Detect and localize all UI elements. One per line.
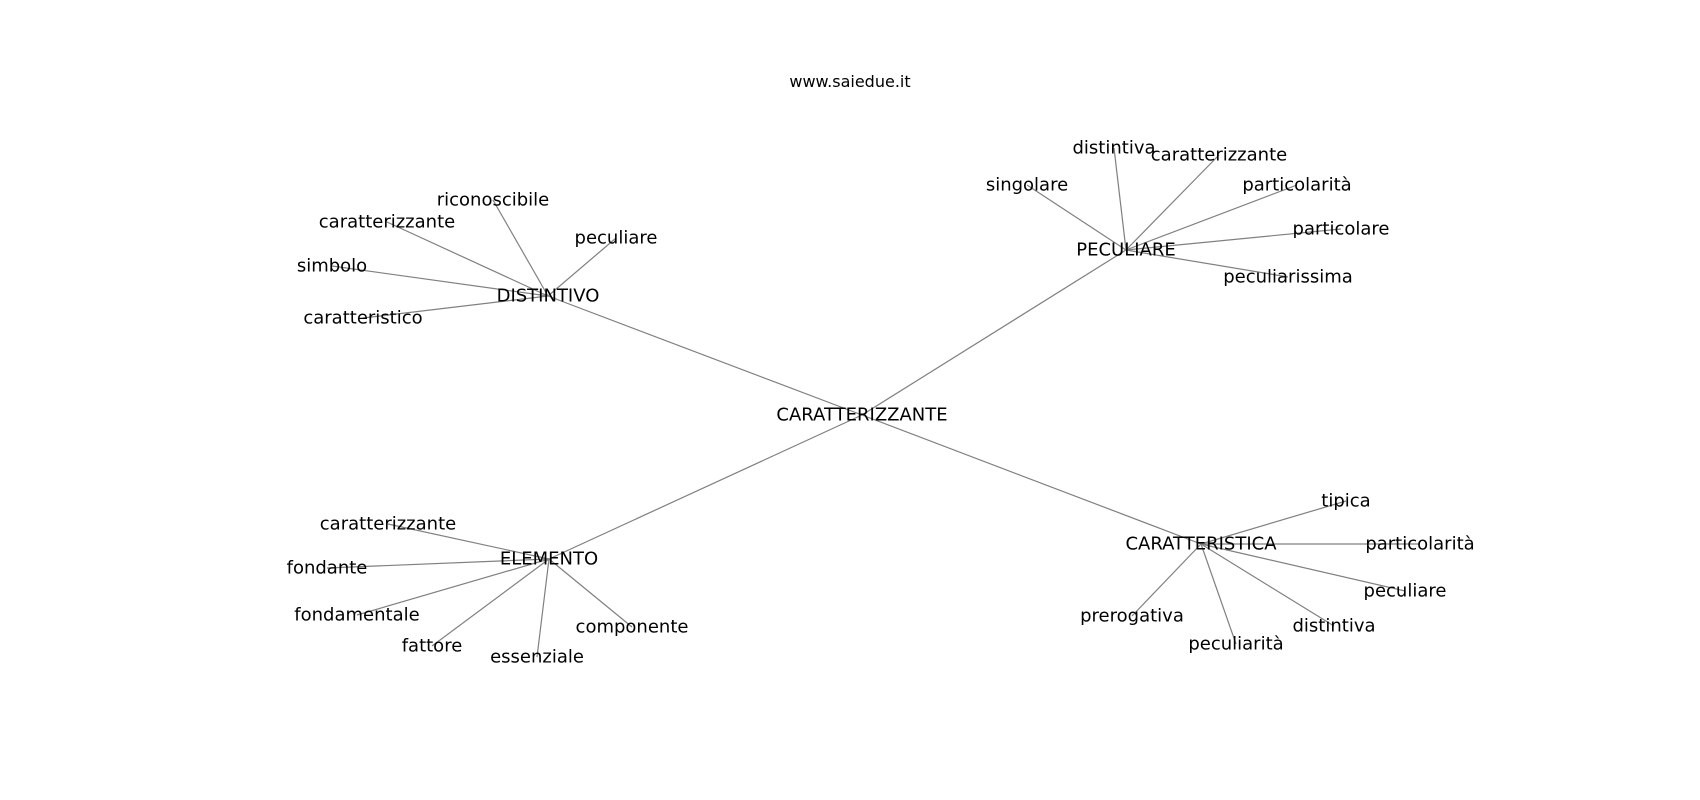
edge-caratteristica-peculiare bbox=[1200, 543, 1406, 592]
leaf-node-peculiare-caratterizzante: caratterizzante bbox=[1151, 145, 1287, 166]
edge-elemento-fondamentale bbox=[356, 558, 550, 616]
leaf-node-caratteristica-prerogativa: prerogativa bbox=[1080, 606, 1184, 627]
edge-peculiare-particolare bbox=[1125, 228, 1342, 251]
leaf-node-elemento-componente: componente bbox=[576, 617, 689, 638]
leaf-node-elemento-fondamentale: fondamentale bbox=[294, 605, 419, 626]
leaf-node-distintivo-caratteristico: caratteristico bbox=[303, 308, 422, 329]
leaf-node-peculiare-singolare: singolare bbox=[986, 175, 1068, 196]
edge-caratteristica-prerogativa bbox=[1131, 543, 1202, 617]
leaf-node-elemento-caratterizzante: caratterizzante bbox=[320, 514, 456, 535]
edge-distintivo-peculiare bbox=[547, 237, 617, 297]
leaf-node-distintivo-riconoscibile: riconoscibile bbox=[437, 190, 550, 211]
edge-distintivo-caratteristico bbox=[362, 295, 549, 319]
edge-elemento-essenziale bbox=[536, 558, 550, 658]
leaf-node-caratteristica-peculiare: peculiare bbox=[1364, 581, 1447, 602]
edge-caratteristica-peculiarita bbox=[1200, 543, 1237, 645]
leaf-node-peculiare-peculiarissima: peculiarissima bbox=[1223, 267, 1353, 288]
edge-root-elemento bbox=[548, 414, 863, 560]
leaf-node-distintivo-simbolo: simbolo bbox=[297, 256, 367, 277]
edge-elemento-caratterizzante bbox=[387, 523, 550, 560]
leaf-node-distintivo-caratterizzante: caratterizzante bbox=[319, 212, 455, 233]
leaf-node-peculiare-particolarita: particolarità bbox=[1242, 175, 1351, 196]
edge-root-peculiare bbox=[861, 249, 1127, 416]
branch-node-distintivo: DISTINTIVO bbox=[497, 286, 600, 307]
branch-node-caratteristica: CARATTERISTICA bbox=[1125, 534, 1277, 555]
leaf-node-peculiare-distintiva: distintiva bbox=[1072, 138, 1155, 159]
branch-node-elemento: ELEMENTO bbox=[500, 549, 598, 570]
leaf-node-elemento-essenziale: essenziale bbox=[490, 647, 584, 668]
leaf-node-caratteristica-particolarita: particolarità bbox=[1365, 534, 1474, 555]
edge-elemento-componente bbox=[548, 558, 633, 628]
edge-peculiare-singolare bbox=[1026, 184, 1127, 251]
edge-peculiare-caratterizzante bbox=[1125, 154, 1220, 251]
leaf-node-distintivo-peculiare: peculiare bbox=[575, 228, 658, 249]
edge-elemento-fattore bbox=[431, 558, 550, 647]
root-node-label: CARATTERIZZANTE bbox=[776, 405, 947, 426]
edge-distintivo-caratterizzante bbox=[386, 221, 549, 297]
edge-root-distintivo bbox=[547, 295, 863, 416]
leaf-node-elemento-fondante: fondante bbox=[287, 558, 368, 579]
branch-node-peculiare: PECULIARE bbox=[1076, 240, 1176, 261]
leaf-node-caratteristica-distintiva: distintiva bbox=[1292, 616, 1375, 637]
edge-distintivo-riconoscibile bbox=[492, 199, 549, 297]
edge-caratteristica-distintiva bbox=[1200, 543, 1335, 627]
leaf-node-elemento-fattore: fattore bbox=[402, 636, 463, 657]
edge-root-caratteristica bbox=[861, 414, 1202, 545]
edge-peculiare-particolarita bbox=[1125, 184, 1298, 251]
edge-peculiare-distintiva bbox=[1113, 147, 1127, 251]
edge-peculiare-peculiarissima bbox=[1125, 249, 1289, 278]
leaf-node-caratteristica-tipica: tipica bbox=[1321, 491, 1370, 512]
edge-elemento-fondante bbox=[326, 558, 550, 569]
graph-edges bbox=[326, 147, 1420, 658]
edge-caratteristica-tipica bbox=[1200, 500, 1347, 545]
graph-labels: CARATTERIZZANTEDISTINTIVOriconoscibileca… bbox=[287, 138, 1475, 668]
leaf-node-peculiare-particolare: particolare bbox=[1293, 219, 1390, 240]
leaf-node-caratteristica-peculiarita: peculiarità bbox=[1188, 634, 1283, 655]
watermark-title: www.saiedue.it bbox=[789, 72, 911, 91]
edge-distintivo-simbolo bbox=[331, 265, 549, 297]
